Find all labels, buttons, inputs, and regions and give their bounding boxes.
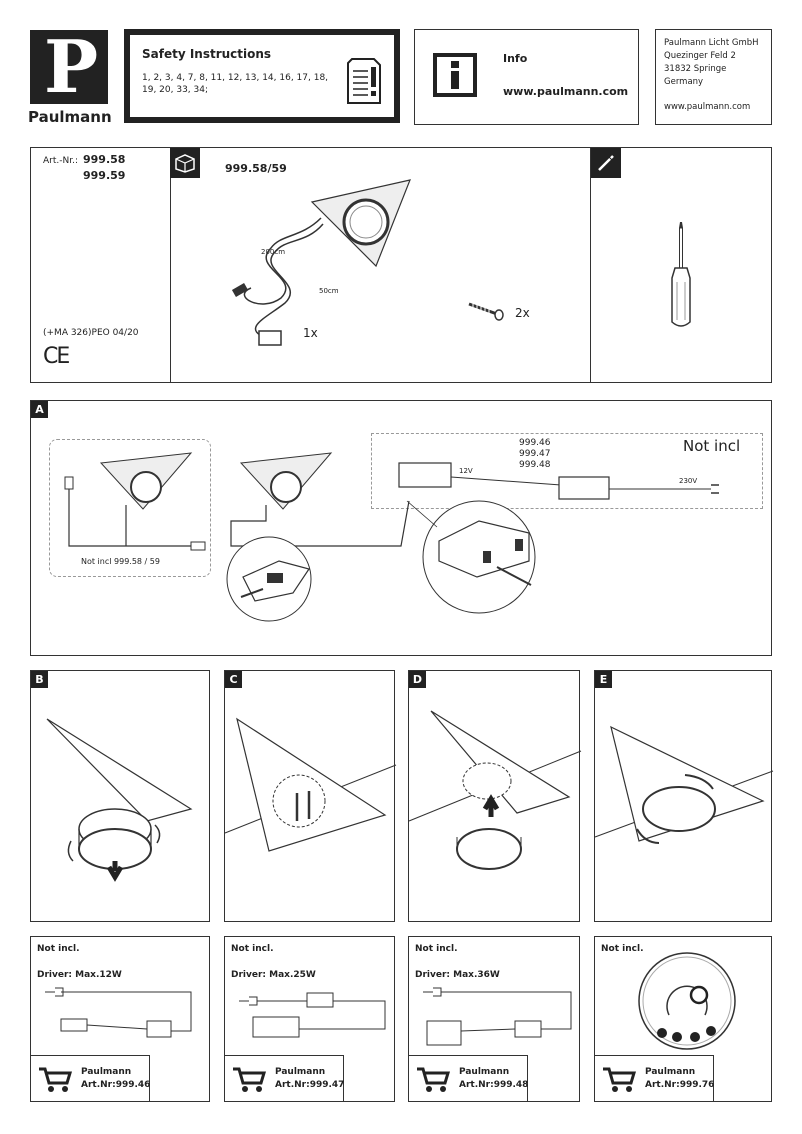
accessory-brand: Paulmann bbox=[459, 1067, 510, 1077]
safety-instructions-box: Safety Instructions 1, 2, 3, 4, 7, 8, 11… bbox=[124, 29, 400, 123]
cabinet-light-illustration bbox=[231, 179, 411, 346]
section-a-box: A Not incl 999.58 / 59 999.46 999.47 999… bbox=[30, 400, 772, 656]
product-variant: 999.58/59 bbox=[225, 162, 287, 175]
address-url[interactable]: www.paulmann.com bbox=[664, 102, 751, 112]
safety-title: Safety Instructions bbox=[142, 47, 272, 61]
step-e-badge: E bbox=[595, 671, 612, 688]
tool-icon-bg bbox=[591, 148, 621, 178]
accessory-driver-spec: Driver: Max.12W bbox=[37, 970, 122, 980]
wiring-diagram bbox=[64, 452, 719, 622]
document-code: (+MA 326)PEO 04/20 bbox=[43, 328, 139, 338]
screw-quantity: 2x bbox=[515, 306, 530, 320]
accessory-driver-spec: Driver: Max.25W bbox=[231, 970, 316, 980]
accessory-brand: Paulmann bbox=[275, 1067, 326, 1077]
accessory-box-3: Not incl. Driver: Max.36W Paulmann Art.N… bbox=[408, 936, 580, 1102]
screwdriver-illustration bbox=[671, 222, 691, 327]
accessory-art-number: Art.Nr:999.48 bbox=[459, 1080, 529, 1090]
divider-left bbox=[170, 148, 171, 382]
accessory-order-box bbox=[225, 1055, 344, 1102]
address-line-1: Paulmann Licht GmbH bbox=[664, 38, 759, 48]
accessory-not-incl: Not incl. bbox=[415, 944, 458, 954]
accessory-not-incl: Not incl. bbox=[601, 944, 644, 954]
address-box: Paulmann Licht GmbH Quezinger Feld 2 318… bbox=[655, 29, 772, 125]
shopping-cart-icon bbox=[233, 1067, 267, 1092]
section-a-badge: A bbox=[31, 401, 48, 418]
not-incl-lamp-label: Not incl 999.58 / 59 bbox=[81, 557, 160, 566]
safety-list-1: 1, 2, 3, 4, 7, 8, 11, 12, 13, 14, 16, 17… bbox=[142, 73, 329, 83]
accessory-box-1: Not incl. Driver: Max.12W Paulmann Art.N… bbox=[30, 936, 210, 1102]
ce-mark: CE bbox=[43, 344, 70, 369]
voltage-12v: 12V bbox=[459, 467, 473, 475]
accessory-not-incl: Not incl. bbox=[231, 944, 274, 954]
accessory-driver-spec: Driver: Max.36W bbox=[415, 970, 500, 980]
document-warning-icon bbox=[347, 58, 381, 104]
shopping-cart-icon bbox=[417, 1067, 451, 1092]
driver-wiring-illustration bbox=[423, 987, 572, 1046]
light-quantity: 1x bbox=[303, 326, 318, 340]
driver-number-3: 999.48 bbox=[519, 460, 551, 470]
accessory-art-number: Art.Nr:999.46 bbox=[81, 1080, 151, 1090]
step-b-badge: B bbox=[31, 671, 48, 688]
accessory-order-box bbox=[31, 1055, 150, 1102]
product-contents-box: Art.-Nr.: 999.58 999.59 (+MA 326)PEO 04/… bbox=[30, 147, 772, 383]
info-url[interactable]: www.paulmann.com bbox=[503, 85, 629, 98]
not-incl-label: Not incl bbox=[683, 437, 741, 455]
accessory-art-number: Art.Nr:999.47 bbox=[275, 1080, 345, 1090]
step-d-badge: D bbox=[409, 671, 426, 688]
safety-list-2: 19, 20, 33, 34; bbox=[142, 85, 209, 95]
accessory-order-box bbox=[409, 1055, 528, 1102]
divider-right bbox=[590, 148, 591, 382]
step-b-box: B bbox=[30, 670, 210, 922]
step-e-illustration bbox=[594, 725, 774, 844]
step-b-illustration bbox=[46, 718, 193, 882]
address-line-2: Quezinger Feld 2 bbox=[664, 51, 736, 61]
accessory-brand: Paulmann bbox=[81, 1067, 132, 1077]
driver-wiring-illustration bbox=[45, 987, 192, 1038]
not-included-driver-area bbox=[371, 433, 763, 509]
shopping-cart-icon bbox=[39, 1067, 73, 1092]
not-included-lamp-area bbox=[49, 439, 211, 577]
voltage-230v: 230V bbox=[679, 477, 698, 485]
remote-dimmer-illustration bbox=[638, 952, 736, 1050]
shopping-cart-icon bbox=[603, 1067, 637, 1092]
cable-long-label: 200cm bbox=[261, 248, 286, 256]
info-box: Info www.paulmann.com bbox=[414, 29, 639, 125]
cable-short-label: 50cm bbox=[319, 287, 339, 295]
address-line-4: Germany bbox=[664, 77, 704, 87]
accessory-box-2: Not incl. Driver: Max.25W Paulmann Art.N… bbox=[224, 936, 395, 1102]
art-number-1: 999.58 bbox=[83, 153, 126, 166]
screw-icon bbox=[468, 302, 504, 321]
step-d-box: D bbox=[408, 670, 582, 922]
step-c-illustration bbox=[224, 717, 397, 852]
driver-number-1: 999.46 bbox=[519, 438, 551, 448]
package-icon-bg bbox=[170, 148, 200, 178]
art-number-2: 999.59 bbox=[83, 169, 126, 182]
package-icon bbox=[175, 154, 195, 173]
step-e-box: E bbox=[594, 670, 774, 922]
driver-number-2: 999.47 bbox=[519, 449, 551, 459]
step-d-illustration bbox=[408, 710, 582, 870]
logo-letter: P bbox=[44, 24, 99, 109]
step-c-box: C bbox=[224, 670, 397, 922]
driver-wiring-illustration bbox=[239, 992, 386, 1038]
art-label: Art.-Nr.: bbox=[43, 156, 78, 166]
accessory-order-box bbox=[595, 1055, 714, 1102]
info-title: Info bbox=[503, 52, 528, 65]
screwdriver-icon bbox=[598, 155, 614, 171]
address-line-3: 31832 Springe bbox=[664, 64, 727, 74]
info-icon bbox=[433, 53, 477, 97]
paulmann-logo: P bbox=[30, 24, 108, 109]
accessory-not-incl: Not incl. bbox=[37, 944, 80, 954]
brand-name: Paulmann bbox=[28, 108, 112, 126]
accessory-box-4: Not incl. Paulmann Art.Nr:999.76 bbox=[594, 936, 772, 1102]
accessory-art-number: Art.Nr:999.76 bbox=[645, 1080, 715, 1090]
step-c-badge: C bbox=[225, 671, 242, 688]
accessory-brand: Paulmann bbox=[645, 1067, 696, 1077]
